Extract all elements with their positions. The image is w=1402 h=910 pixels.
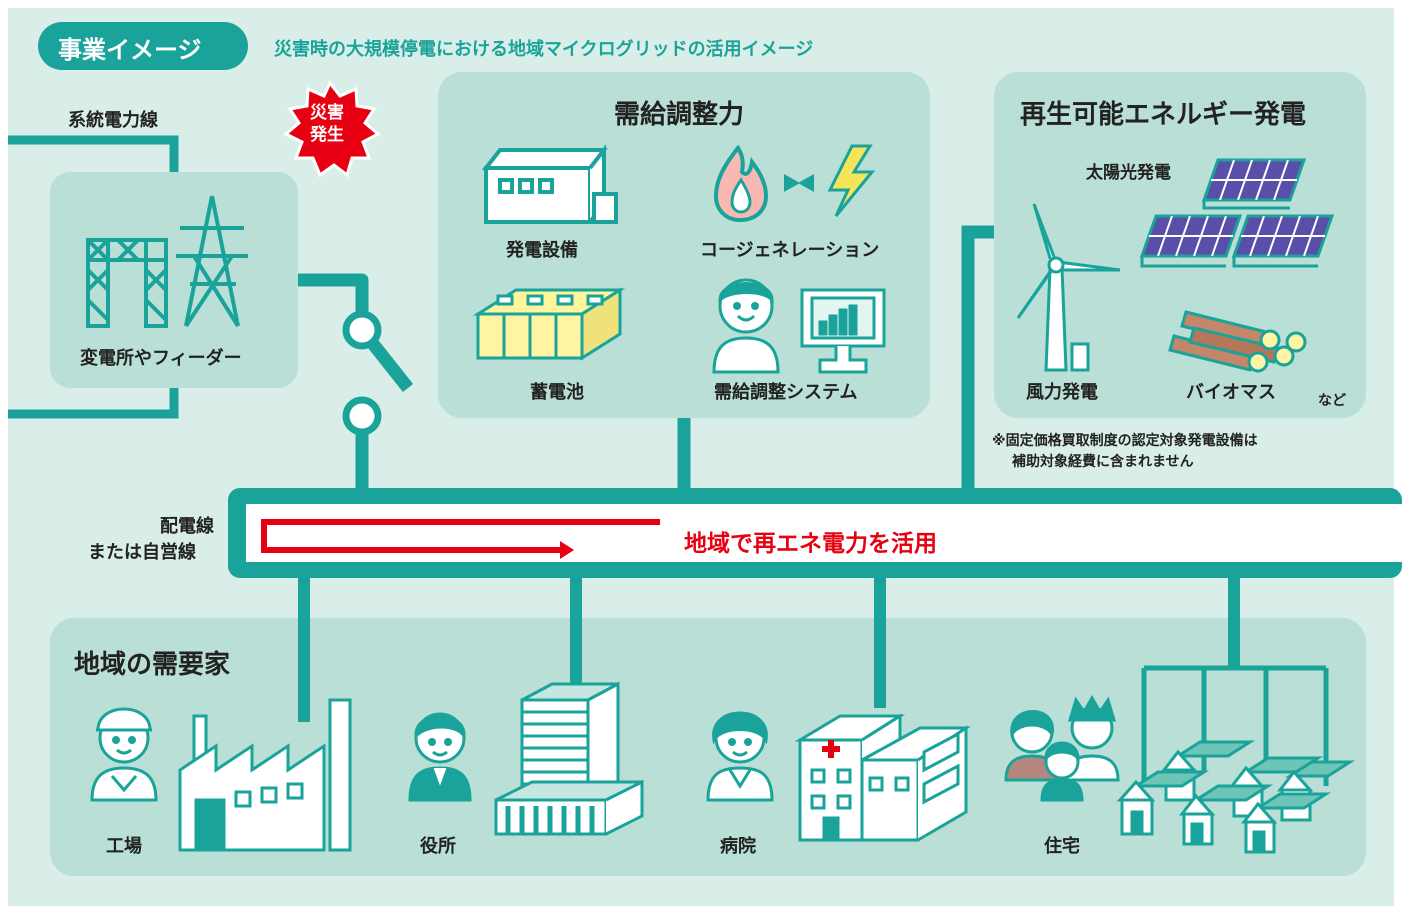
- office-building-icon: [494, 681, 644, 836]
- operator-monitor-icon: [712, 278, 886, 374]
- houses-icon: [1116, 740, 1356, 854]
- consumers-panel: [50, 618, 1366, 876]
- balancing-title: 需給調整力: [614, 100, 745, 130]
- fit-note-line1: ※固定価格買取制度の認定対象発電設備は: [992, 433, 1258, 449]
- substation-label: 変電所やフィーダー: [80, 348, 242, 369]
- solar-panel-icon: [1139, 158, 1335, 268]
- family-icon: [1004, 694, 1120, 802]
- consumers-title: 地域の需要家: [74, 650, 231, 680]
- renewable-title: 再生可能エネルギー発電: [1020, 100, 1307, 130]
- consumer-city-office-label: 役所: [420, 836, 456, 857]
- header-badge-label: 事業イメージ: [58, 36, 202, 64]
- factory-worker-icon: [90, 707, 158, 802]
- consumer-hospital-label: 病院: [720, 836, 756, 857]
- grid-line-label: 系統電力線: [68, 110, 158, 131]
- wind-turbine-icon: [1016, 203, 1121, 372]
- grid-line-bottom: [8, 388, 179, 419]
- renewable-solar-label: 太陽光発電: [1086, 163, 1171, 183]
- substation-icon: [86, 195, 248, 328]
- balancing-item-cogeneration: コージェネレーション: [700, 240, 880, 261]
- balancing-item-control-system: 需給調整システム: [714, 382, 858, 403]
- distribution-label-line1: 配電線: [160, 516, 214, 537]
- disaster-burst-icon: [283, 80, 381, 178]
- switch-node-lower: [342, 396, 382, 436]
- renewable-biomass-label: バイオマス: [1186, 382, 1276, 403]
- switch-node-upper: [342, 310, 382, 350]
- flow-arrow-head: [560, 541, 574, 559]
- consumer-housing-label: 住宅: [1044, 836, 1080, 857]
- flow-label: 地域で再エネ電力を活用: [684, 531, 937, 557]
- header-badge: [38, 22, 248, 70]
- disaster-badge-line1: 災害: [310, 103, 344, 123]
- biomass-icon: [1168, 310, 1307, 373]
- housing-branches: [1141, 665, 1329, 786]
- factory-icon: [178, 698, 352, 852]
- page-title: 災害時の大規模停電における地域マイクログリッドの活用イメージ: [274, 39, 814, 60]
- generator-facility-icon: [481, 144, 618, 224]
- renewable-etc-label: など: [1318, 393, 1346, 409]
- grid-line-top: [8, 135, 179, 172]
- cogeneration-icon: [713, 144, 876, 223]
- consumer-factory-label: 工場: [106, 836, 142, 857]
- fit-note-line2: 補助対象経費に含まれません: [1012, 454, 1194, 470]
- battery-icon: [472, 287, 626, 361]
- renewable-wind-label: 風力発電: [1026, 382, 1098, 403]
- balancing-item-battery: 蓄電池: [530, 382, 584, 403]
- disconnect-switch-arm: [298, 273, 414, 393]
- hospital-staff-icon: [706, 711, 774, 802]
- flow-arrow-line: [261, 519, 660, 553]
- distribution-label-line2: または自営線: [88, 542, 196, 563]
- balancing-item-generator: 発電設備: [506, 240, 578, 261]
- disaster-badge-line2: 発生: [310, 125, 344, 145]
- renewable-riser: [961, 225, 994, 488]
- office-worker-icon: [408, 712, 472, 802]
- hospital-building-icon: [794, 713, 971, 842]
